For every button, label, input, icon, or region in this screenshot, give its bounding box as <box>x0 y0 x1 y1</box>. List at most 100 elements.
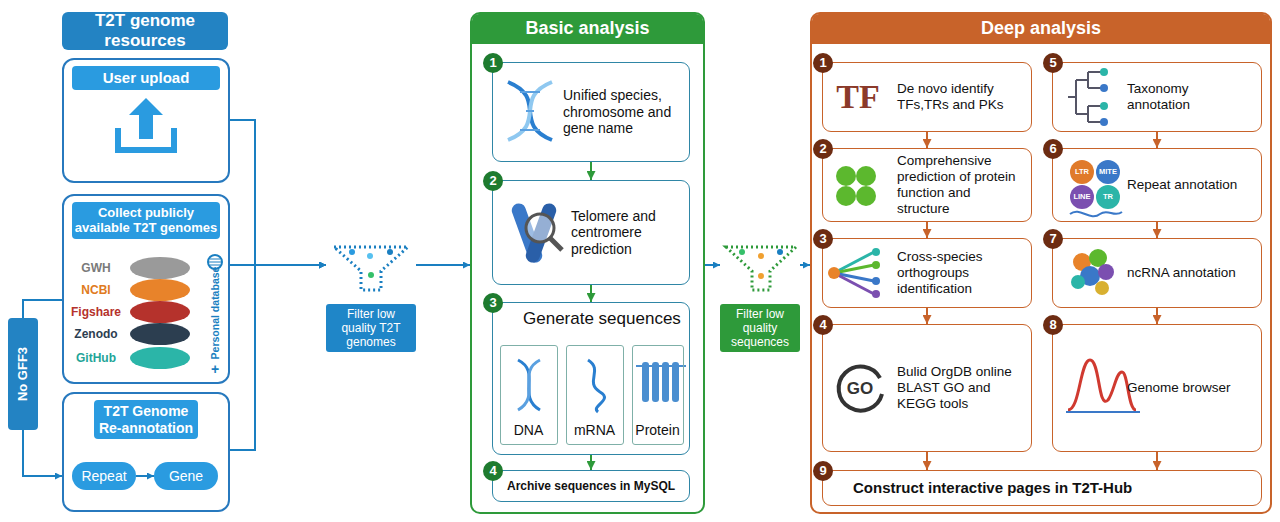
node-text: Cross-species orthogroups identification <box>897 249 1025 297</box>
connector-arrow <box>416 264 470 266</box>
icon-label: + <box>211 362 219 376</box>
process-pill: Gene <box>154 462 218 490</box>
step-box: 5Taxonomy annotation <box>1052 62 1262 132</box>
filter-box: Filter low quality T2T genomes <box>326 240 416 352</box>
node-text: DNA <box>501 422 557 439</box>
node-text: No GFF3 <box>15 347 30 401</box>
dna-helix-icon <box>508 82 552 140</box>
step-number: 1 <box>813 53 833 73</box>
node-text: Construct interactive pages in T2T-Hub <box>853 479 1253 497</box>
node-text: Generate sequences <box>523 309 683 329</box>
step-number: 6 <box>1043 139 1063 159</box>
step-number: 4 <box>813 315 833 335</box>
node-text: Filter low quality T2T genomes <box>326 304 416 352</box>
upload-icon <box>118 98 174 150</box>
node-text: ncRNA annotation <box>1127 265 1255 281</box>
step-box: 3Generate sequencesDNAmRNAProtein <box>492 302 690 455</box>
orthogroup-icon <box>828 248 880 298</box>
step-box: 6Repeat annotation <box>1052 148 1262 222</box>
node-text: Unified species, chromosome and gene nam… <box>563 87 681 137</box>
source-box: User upload <box>62 58 230 183</box>
node-text: De novo identify TFs,TRs and PKs <box>897 81 1025 113</box>
node-text: Genome browser <box>1127 380 1255 396</box>
step-number: 2 <box>813 139 833 159</box>
step-box: 7ncRNA annotation <box>1052 238 1262 308</box>
sequence-box: Protein <box>632 345 684 445</box>
node-text: Protein <box>633 422 683 439</box>
connector-arrow <box>926 222 928 238</box>
step-number: 9 <box>813 461 833 481</box>
protein-icon <box>636 362 686 402</box>
connector-arrow <box>590 285 592 302</box>
node-text: Deep analysis <box>812 14 1270 44</box>
node-text: mRNA <box>567 422 623 439</box>
connector-arrow <box>590 455 592 470</box>
step-box: 2Telomere and centromere prediction <box>492 180 690 285</box>
repeat-icon <box>1070 160 1122 216</box>
node-text: Bulid OrgDB online BLAST GO and KEGG too… <box>897 364 1025 412</box>
icon-label: GitHub <box>76 352 116 364</box>
filter-funnel <box>726 247 796 290</box>
node-text: Gene <box>154 462 218 490</box>
connector-arrow <box>23 430 62 476</box>
step-number: 2 <box>483 171 503 191</box>
step-number: 8 <box>1043 315 1063 335</box>
panel-box: Basic analysis 1Unified species, chromoso… <box>470 12 705 514</box>
step-box: 2Comprehensive prediction of protein fun… <box>822 148 1032 222</box>
filter-funnel <box>334 247 408 290</box>
connector-arrow <box>800 264 810 266</box>
connector-arrow <box>1156 308 1158 324</box>
node-text: Repeat <box>72 462 136 490</box>
icon-label: GO <box>847 380 873 397</box>
dna-icon <box>518 360 540 410</box>
node-text: Telomere and centromere prediction <box>571 208 681 258</box>
node-text: T2T Genome Re-annotation <box>94 400 198 439</box>
connector-arrow <box>1156 222 1158 238</box>
sequence-box: mRNA <box>566 345 624 445</box>
connector-arrow <box>1156 452 1158 470</box>
connector-arrow <box>926 132 928 148</box>
sequence-box: DNA <box>500 345 558 445</box>
mrna-icon <box>588 360 604 412</box>
ncrna-icon <box>1071 249 1114 295</box>
database-stack <box>130 255 222 369</box>
connector-arrow <box>23 300 62 318</box>
step-number: 7 <box>1043 229 1063 249</box>
step-number: 3 <box>483 293 503 313</box>
connector-arrow <box>230 120 326 265</box>
go-circle-icon <box>839 367 882 411</box>
icon-label: TF <box>836 80 879 114</box>
step-box: 1Unified species, chromosome and gene na… <box>492 62 690 162</box>
icon-label: MITE <box>1099 168 1117 176</box>
connector-arrow <box>136 475 154 477</box>
step-box: 9Construct interactive pages in T2T-Hub <box>822 470 1262 506</box>
connector-arrow <box>926 452 928 470</box>
clover-icon <box>836 166 876 206</box>
step-number: 5 <box>1043 53 1063 73</box>
node-text: Collect publicly available T2T genomes <box>72 202 220 239</box>
node-text: Archive sequences in MySQL <box>507 479 685 493</box>
connector-arrow <box>590 162 592 180</box>
taxonomy-tree-icon <box>1068 68 1108 126</box>
node-text: Comprehensive prediction of protein func… <box>897 153 1025 217</box>
node-text: Basic analysis <box>472 14 703 44</box>
node-text: Repeat annotation <box>1127 177 1255 193</box>
icon-label: Figshare <box>71 306 121 318</box>
section-heading: T2T genome resources <box>62 12 228 50</box>
condition-bar: No GFF3 <box>8 318 38 430</box>
chromosome-icon <box>510 201 562 264</box>
step-box: 4Archive sequences in MySQL <box>492 470 690 502</box>
icon-label: Personal database <box>210 267 221 360</box>
node-text: User upload <box>72 66 220 90</box>
icon-label: LTR <box>1075 168 1089 176</box>
connector-arrow <box>926 308 928 324</box>
connector-arrow <box>705 264 720 266</box>
connector-arrow <box>230 265 326 450</box>
filter-box: Filter low quality sequences <box>720 240 800 352</box>
connector-arrow <box>1156 132 1158 148</box>
icon-label: TR <box>1103 193 1113 201</box>
icon-label: NCBI <box>81 284 110 296</box>
icon-label: GWH <box>81 262 110 274</box>
node-text: T2T genome resources <box>62 12 228 50</box>
